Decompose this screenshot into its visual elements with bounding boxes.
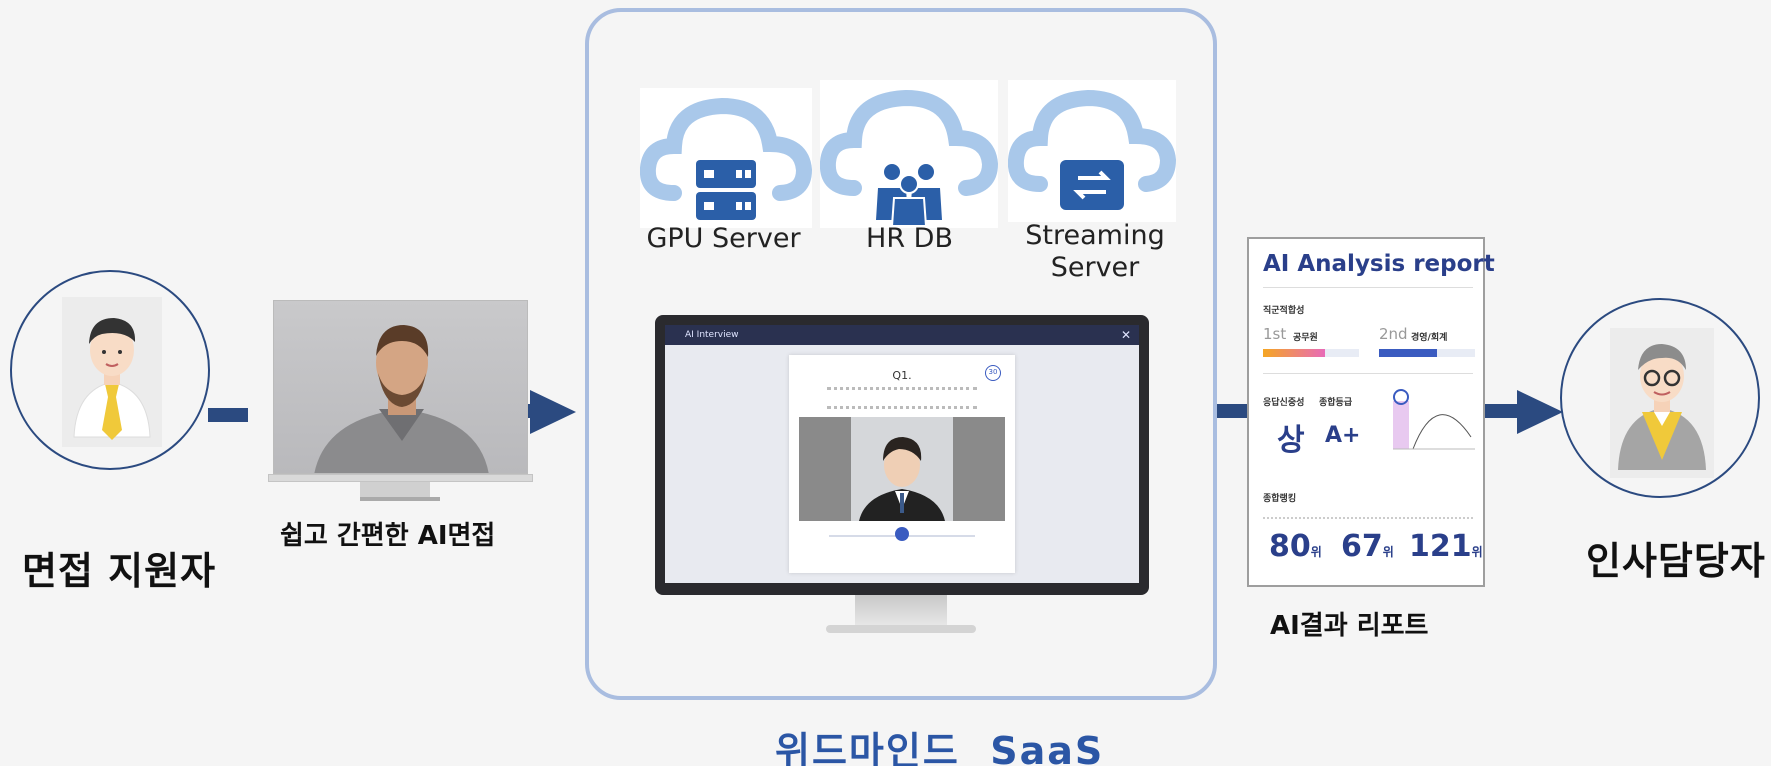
people-icon — [819, 89, 999, 227]
section-ranking: 종합랭킹 — [1263, 494, 1297, 504]
ranking-value: 80위 — [1269, 529, 1322, 564]
ranking-value: 121위 — [1409, 529, 1483, 564]
distribution-chart — [1393, 389, 1475, 450]
report-title: AI Analysis report — [1263, 251, 1495, 277]
close-icon[interactable]: ✕ — [1120, 328, 1131, 342]
rank2: 2nd — [1379, 325, 1408, 343]
section-grade: 종합등급 — [1319, 398, 1353, 408]
laptop-stand — [360, 482, 430, 498]
hr-label: 인사담당자 — [1586, 539, 1766, 583]
server-label: HR DB — [866, 223, 953, 254]
hr-db-tile — [819, 80, 999, 228]
response-value: 상 — [1277, 423, 1305, 458]
gpu-server-tile — [639, 88, 813, 228]
interview-caption: 쉽고 간편한 AI면접 — [280, 521, 496, 551]
monitor-foot — [826, 625, 976, 633]
arrow-connector — [1217, 404, 1247, 418]
rank1-label: 공무원 — [1293, 333, 1318, 343]
candidate-avatar — [10, 270, 210, 470]
candidate-photo — [314, 325, 489, 473]
ranking-value: 67위 — [1341, 529, 1394, 564]
report-divider — [1263, 373, 1473, 374]
monitor-neck — [855, 595, 947, 625]
arrow-connector — [208, 408, 248, 422]
section-job-fit: 직군적합성 — [1263, 306, 1305, 316]
applicant-photo — [851, 417, 953, 521]
server-label: GPU Server — [646, 223, 801, 254]
candidate-label: 면접 지원자 — [22, 549, 217, 593]
question-number: Q1. — [892, 369, 912, 382]
interview-video — [273, 300, 528, 474]
server-icon — [639, 97, 813, 220]
person-step-icon — [895, 527, 909, 541]
question-text — [827, 387, 977, 409]
businessman-icon — [62, 297, 162, 447]
arrow-right-icon — [530, 390, 576, 434]
ranking-header — [1263, 517, 1473, 520]
video-frame — [799, 417, 1005, 521]
timer-badge: 30 — [985, 365, 1001, 381]
laptop-base — [268, 474, 533, 482]
server-label: Streaming Server — [1025, 220, 1165, 283]
grade-value: A+ — [1325, 423, 1361, 448]
manager-icon — [1610, 328, 1714, 478]
app-title: AI Interview — [685, 330, 739, 340]
report-caption: AI결과 리포트 — [1270, 611, 1429, 641]
rank1-bar — [1263, 349, 1359, 357]
section-response: 응답신중성 — [1263, 398, 1305, 408]
report-divider — [1263, 287, 1473, 288]
rank1: 1st — [1263, 325, 1287, 343]
saas-title: 위드마인드 SaaS — [775, 729, 1105, 766]
laptop-foot — [360, 497, 440, 501]
interview-monitor: AI Interview ✕ Q1. 30 — [655, 315, 1149, 595]
streaming-icon — [1007, 89, 1177, 210]
arrow-connector — [1485, 404, 1519, 418]
question-card: Q1. 30 — [789, 355, 1015, 573]
app-titlebar: AI Interview ✕ — [665, 325, 1139, 345]
streaming-server-tile — [1007, 80, 1177, 222]
ai-report: AI Analysis report 직군적합성 1st 공무원 2nd 경영/… — [1247, 237, 1495, 587]
monitor-screen: AI Interview ✕ Q1. 30 — [665, 325, 1139, 583]
hr-avatar — [1560, 298, 1760, 498]
arrow-right-icon — [1517, 390, 1563, 434]
rank2-bar — [1379, 349, 1475, 357]
rank2-label: 경영/회계 — [1411, 333, 1448, 343]
